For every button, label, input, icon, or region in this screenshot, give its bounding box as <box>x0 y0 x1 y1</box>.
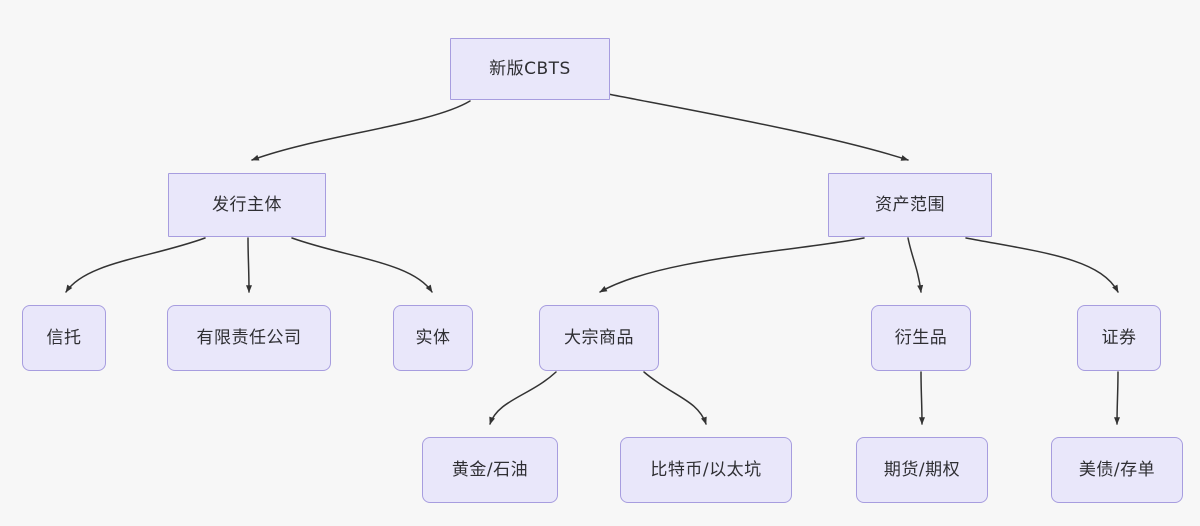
node-trust[interactable]: 信托 <box>22 305 106 371</box>
node-label-root: 新版CBTS <box>489 58 571 79</box>
node-label-assets: 资产范围 <box>875 194 945 215</box>
edges-group <box>65 93 1121 425</box>
edge-deriv-futures <box>918 371 925 425</box>
edge-root-assets <box>607 93 909 161</box>
node-derivatives[interactable]: 衍生品 <box>871 305 971 371</box>
edge-issuer-llc <box>245 237 252 293</box>
node-btc-eth[interactable]: 比特币/以太坑 <box>620 437 792 503</box>
node-label-entity: 实体 <box>415 327 451 348</box>
edge-assets-comm <box>599 237 865 293</box>
node-label-ust-cd: 美债/存单 <box>1078 459 1156 480</box>
node-commodities[interactable]: 大宗商品 <box>539 305 659 371</box>
node-label-trust: 信托 <box>46 327 82 348</box>
edge-issuer-trust <box>65 237 206 293</box>
edge-assets-sec <box>965 237 1119 293</box>
edge-root-issuer <box>251 100 471 161</box>
edge-issuer-entity <box>291 237 433 293</box>
node-securities[interactable]: 证券 <box>1077 305 1161 371</box>
edge-comm-gold <box>489 371 557 425</box>
node-label-securities: 证券 <box>1101 327 1137 348</box>
node-label-gold-oil: 黄金/石油 <box>451 459 529 480</box>
node-futures-options[interactable]: 期货/期权 <box>856 437 988 503</box>
node-label-btc-eth: 比特币/以太坑 <box>650 459 762 480</box>
node-issuer[interactable]: 发行主体 <box>168 173 326 237</box>
node-label-issuer: 发行主体 <box>212 194 282 215</box>
node-ust-cd[interactable]: 美债/存单 <box>1051 437 1183 503</box>
node-label-commodities: 大宗商品 <box>564 327 634 348</box>
edge-comm-btc <box>643 371 707 425</box>
node-llc[interactable]: 有限责任公司 <box>167 305 331 371</box>
node-assets[interactable]: 资产范围 <box>828 173 992 237</box>
node-root[interactable]: 新版CBTS <box>450 38 610 100</box>
node-gold-oil[interactable]: 黄金/石油 <box>422 437 558 503</box>
node-label-derivatives: 衍生品 <box>894 327 948 348</box>
edge-sec-ust <box>1114 371 1121 425</box>
edge-assets-deriv <box>907 237 924 293</box>
node-entity[interactable]: 实体 <box>393 305 473 371</box>
node-label-futures-options: 期货/期权 <box>883 459 961 480</box>
node-label-llc: 有限责任公司 <box>196 327 302 348</box>
